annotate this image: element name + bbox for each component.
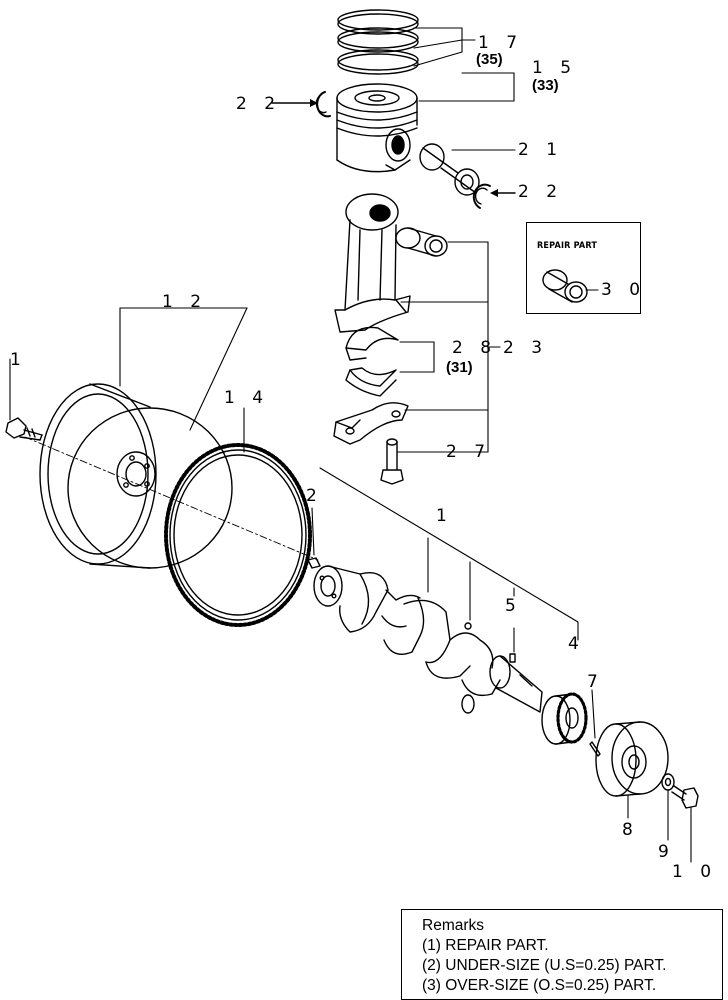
ring-gear — [164, 443, 312, 627]
remarks-box: Remarks (1) REPAIR PART. (2) UNDER-SIZE … — [401, 909, 723, 1000]
key — [589, 689, 601, 757]
callout-35: (35) — [476, 51, 503, 68]
callout-10: 1 0 — [672, 862, 718, 882]
piston-pin — [419, 143, 516, 196]
small-end-bush — [395, 227, 489, 257]
crankshaft — [313, 565, 543, 714]
callout-2: 2 — [306, 486, 323, 506]
repair-part-box: REPAIR PART — [526, 222, 641, 314]
bearing-shell-upper — [345, 326, 399, 361]
alignment-line — [24, 436, 319, 561]
callout-31: (31) — [446, 359, 473, 376]
callout-5: 5 — [505, 596, 522, 616]
piston — [336, 83, 418, 173]
callout-1-left: 1 — [10, 350, 27, 370]
bearing-shell-lower — [345, 367, 397, 397]
connecting-rod — [334, 193, 411, 333]
connecting-rod-bolt — [380, 438, 443, 485]
circlip-right — [472, 183, 516, 209]
remarks-line-1: (1) REPAIR PART. — [422, 937, 549, 954]
crankshaft-pulley — [595, 721, 669, 819]
callout-23: 2 3 — [503, 338, 549, 358]
piston-rings — [337, 9, 419, 75]
callout-28: 2 8 — [452, 338, 498, 358]
circlip-left — [271, 91, 331, 118]
washer — [661, 773, 675, 841]
callout-33: (33) — [532, 77, 559, 94]
dowel-pin — [307, 507, 321, 569]
repair-bush — [542, 269, 588, 303]
callout-1-center: 1 — [436, 506, 453, 526]
callout-21: 2 1 — [518, 140, 564, 160]
connecting-rod-cap — [333, 402, 409, 445]
leader-23-28 — [399, 241, 501, 453]
callout-27: 2 7 — [446, 442, 492, 462]
callout-9: 9 — [658, 842, 675, 862]
flywheel-bolt — [5, 358, 43, 441]
remarks-line-3: (3) OVER-SIZE (O.S=0.25) PART. — [422, 977, 657, 994]
callout-17: 1 7 — [478, 33, 524, 53]
crankshaft-gear — [541, 692, 588, 745]
callout-30: 3 0 — [601, 280, 647, 300]
callout-14: 1 4 — [224, 388, 270, 408]
callout-22-left: 2 2 — [236, 94, 282, 114]
callout-22-right: 2 2 — [518, 182, 564, 202]
callout-4: 4 — [568, 634, 585, 654]
remarks-line-2: (2) UNDER-SIZE (U.S=0.25) PART. — [422, 957, 667, 974]
remarks-title: Remarks — [422, 917, 485, 934]
leader-crankshaft-group — [319, 467, 579, 653]
callout-7: 7 — [587, 672, 604, 692]
callout-15: 1 5 — [532, 58, 578, 78]
leader-17-15 — [413, 27, 515, 102]
flywheel — [39, 383, 233, 569]
leader-12 — [119, 307, 248, 431]
pulley-bolt — [671, 785, 699, 863]
callout-8: 8 — [622, 820, 639, 840]
callout-12: 1 2 — [162, 292, 208, 312]
repair-part-label: REPAIR PART — [537, 241, 598, 251]
